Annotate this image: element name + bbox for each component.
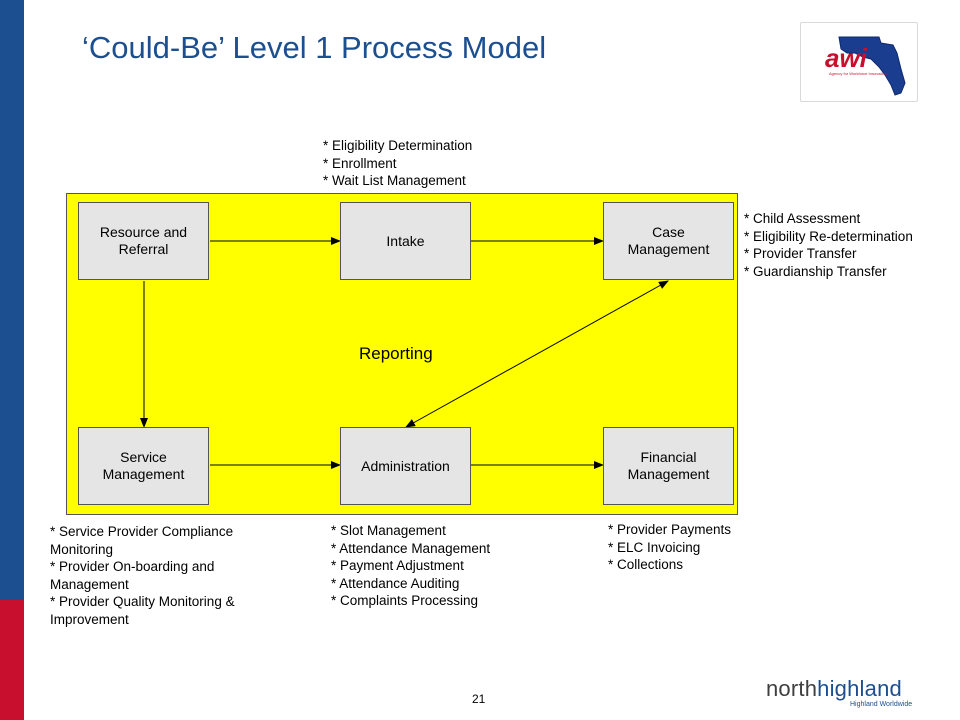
logo-text: awi — [825, 43, 868, 73]
reporting-label: Reporting — [359, 344, 433, 363]
service-management-box: Service Management — [78, 427, 209, 505]
intake-box: Intake — [340, 202, 471, 280]
administration-notes: * Slot Management * Attendance Managemen… — [331, 522, 490, 610]
arrow-case-admin-bidirectional — [405, 280, 669, 428]
brand-part1: north — [766, 676, 818, 701]
note-line: * Slot Management — [331, 523, 446, 538]
florida-state-outline-icon — [838, 36, 906, 96]
intake-notes: * Eligibility Determination * Enrollment… — [323, 137, 472, 190]
case-management-box: Case Management — [603, 202, 734, 280]
note-line: * Enrollment — [323, 155, 397, 171]
note-line: * Provider Quality Monitoring & — [50, 594, 235, 609]
administration-box: Administration — [340, 427, 471, 505]
northhighland-logo: northhighland — [766, 676, 902, 702]
note-line: * Guardianship Transfer — [744, 263, 887, 279]
note-line: * Service Provider Compliance — [50, 524, 234, 539]
note-line: * Payment Adjustment — [331, 558, 464, 573]
note-line: * Complaints Processing — [331, 593, 479, 608]
left-red-stripe — [0, 600, 24, 720]
page-number: 21 — [472, 692, 486, 706]
note-line: * Child Assessment — [744, 211, 861, 226]
service-management-notes: * Service Provider Compliance Monitoring… — [50, 523, 235, 628]
note-line: * Attendance Management — [331, 540, 491, 556]
note-line: * Eligibility Re-determination — [744, 228, 913, 244]
note-line: Monitoring — [50, 541, 114, 557]
note-line: * Wait List Management — [323, 173, 466, 188]
note-line: * Provider Transfer — [744, 246, 857, 261]
note-line: * Attendance Auditing — [331, 575, 460, 591]
note-line: * Collections — [608, 557, 684, 572]
financial-management-box: Financial Management — [603, 427, 734, 505]
resource-referral-box: Resource and Referral — [78, 202, 209, 280]
note-line: * Provider Payments — [608, 522, 732, 537]
note-line: Management — [50, 576, 129, 592]
note-line: * Eligibility Determination — [323, 138, 473, 153]
slide-title: ‘Could-Be’ Level 1 Process Model — [82, 30, 547, 65]
awi-logo: awi Agency for Workforce Innovation — [800, 22, 918, 102]
note-line: Improvement — [50, 611, 129, 627]
financial-management-notes: * Provider Payments * ELC Invoicing * Co… — [608, 521, 731, 574]
note-line: * Provider On-boarding and — [50, 559, 215, 574]
note-line: * ELC Invoicing — [608, 539, 701, 555]
logo-subtext: Agency for Workforce Innovation — [829, 71, 887, 76]
left-blue-stripe — [0, 0, 24, 600]
brand-part2: highland — [817, 676, 902, 701]
brand-tagline: Highland Worldwide — [850, 701, 913, 708]
case-management-notes: * Child Assessment * Eligibility Re-dete… — [744, 210, 913, 280]
